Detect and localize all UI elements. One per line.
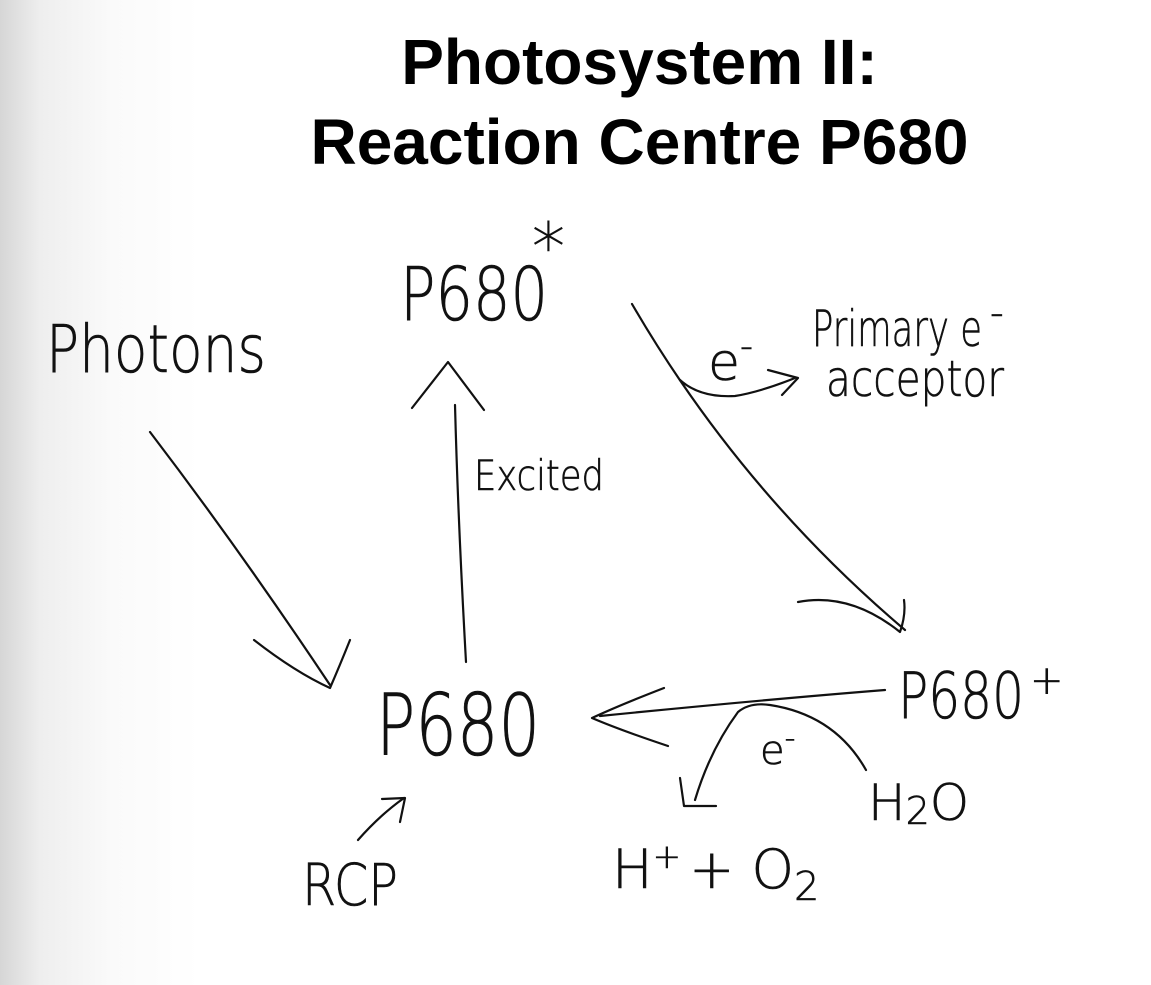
primary-acceptor-line-2: acceptor <box>826 350 1004 408</box>
node-rcp: RCP <box>302 851 398 919</box>
title-line-2: Reaction Centre P680 <box>310 106 969 178</box>
primary-acceptor-sup: - <box>990 291 1004 335</box>
node-photons: Photons <box>46 311 266 388</box>
node-p680: P680 <box>376 676 540 776</box>
curve-water-splitting <box>678 703 868 808</box>
node-water: H2O <box>868 774 969 833</box>
arrow-electron-to-acceptor <box>678 368 800 398</box>
title-line-1: Photosystem II: <box>401 26 878 98</box>
node-products: H++ O2 <box>612 837 819 910</box>
products-plus-o: + O <box>689 838 794 901</box>
arrow-excited-to-p680plus <box>630 302 907 634</box>
node-p680-plus: P680 <box>898 660 1024 734</box>
primary-acceptor-line-1: Primary e <box>812 300 982 358</box>
diagram-title: Photosystem II: Reaction Centre P680 <box>0 22 1151 182</box>
arrow-rcp-to-p680 <box>356 796 407 842</box>
node-p680-excited: P680 <box>400 252 548 338</box>
label-electron-bottom: e- <box>760 721 795 774</box>
arrow-p680plus-to-p680 <box>590 686 887 748</box>
label-electron-top: e- <box>708 326 753 393</box>
p680-plus-sup: + <box>1030 658 1064 704</box>
products-sup: + <box>653 837 682 877</box>
water-sub: 2 <box>906 789 930 833</box>
arrow-photons-to-p680 <box>148 430 352 690</box>
label-excited: Excited <box>474 451 604 500</box>
products-h: H <box>612 838 653 901</box>
water-o: O <box>930 774 969 832</box>
p680-excited-star: * <box>532 209 565 286</box>
arrow-p680-to-excited <box>410 360 486 664</box>
water-h: H <box>868 774 906 832</box>
products-sub: 2 <box>794 864 819 910</box>
